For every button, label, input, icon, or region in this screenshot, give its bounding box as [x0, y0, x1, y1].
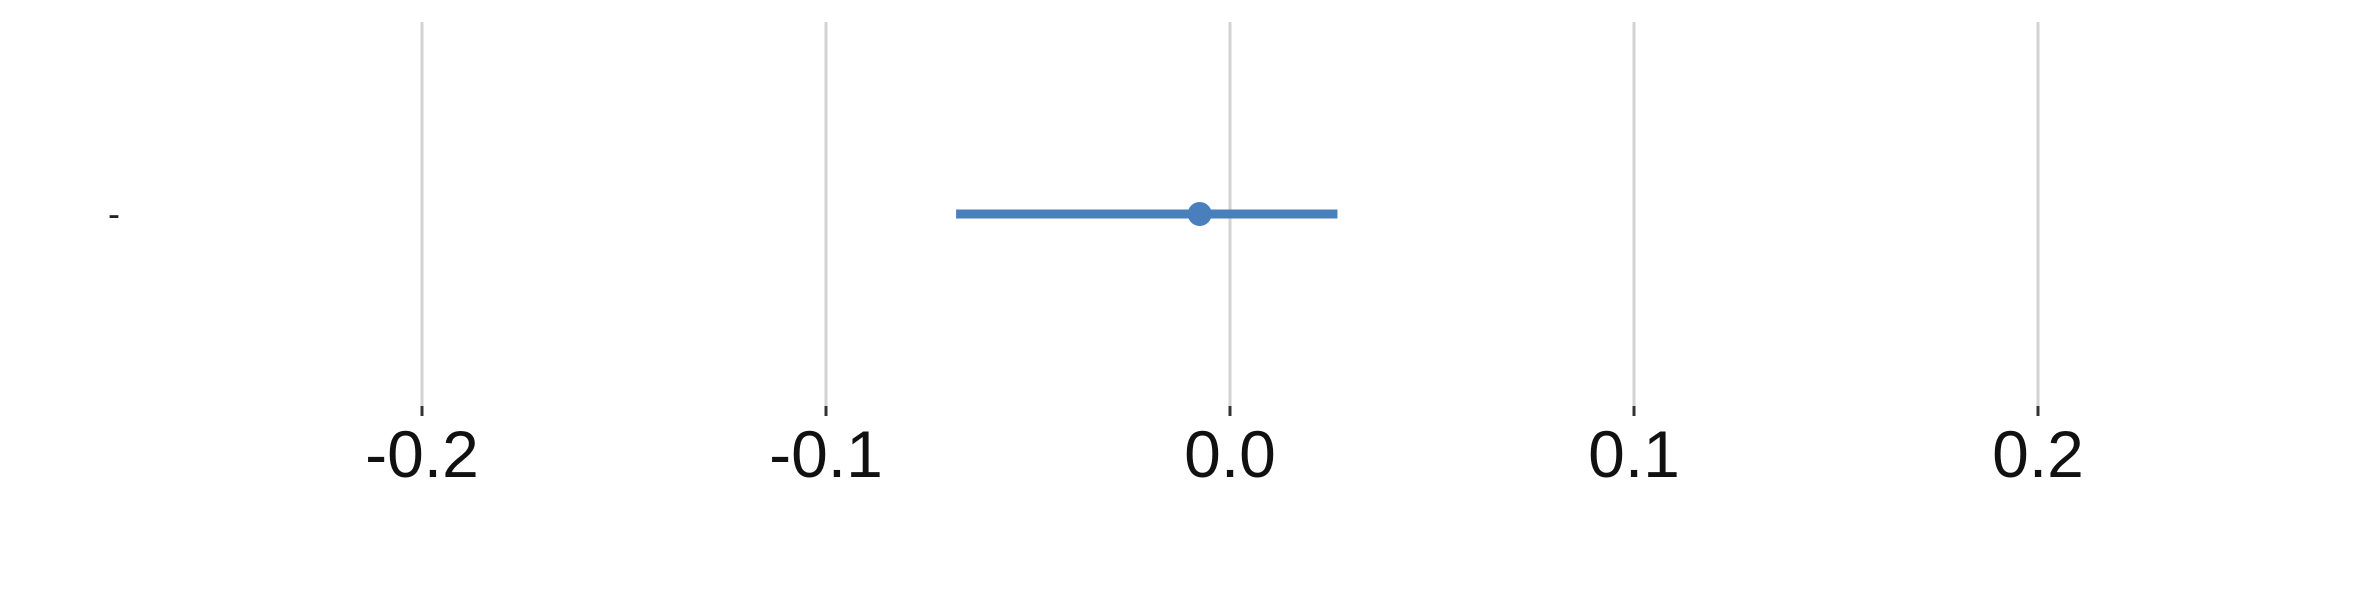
x-axis-ticks: [420, 406, 2040, 416]
x-tick-label: 0.0: [1184, 417, 1276, 491]
row-label: -: [108, 193, 120, 234]
x-tick-label: -0.2: [365, 417, 479, 491]
x-tick-label: -0.1: [769, 417, 883, 491]
point-estimate: [1187, 202, 1212, 226]
x-axis-tick-labels: -0.2 -0.1 0.0 0.1 0.2: [365, 417, 2084, 491]
x-tick-label: 0.1: [1588, 417, 1680, 491]
x-tick-label: 0.2: [1992, 417, 2084, 491]
row-labels: -: [108, 193, 120, 234]
estimate-marks: [956, 202, 1338, 226]
